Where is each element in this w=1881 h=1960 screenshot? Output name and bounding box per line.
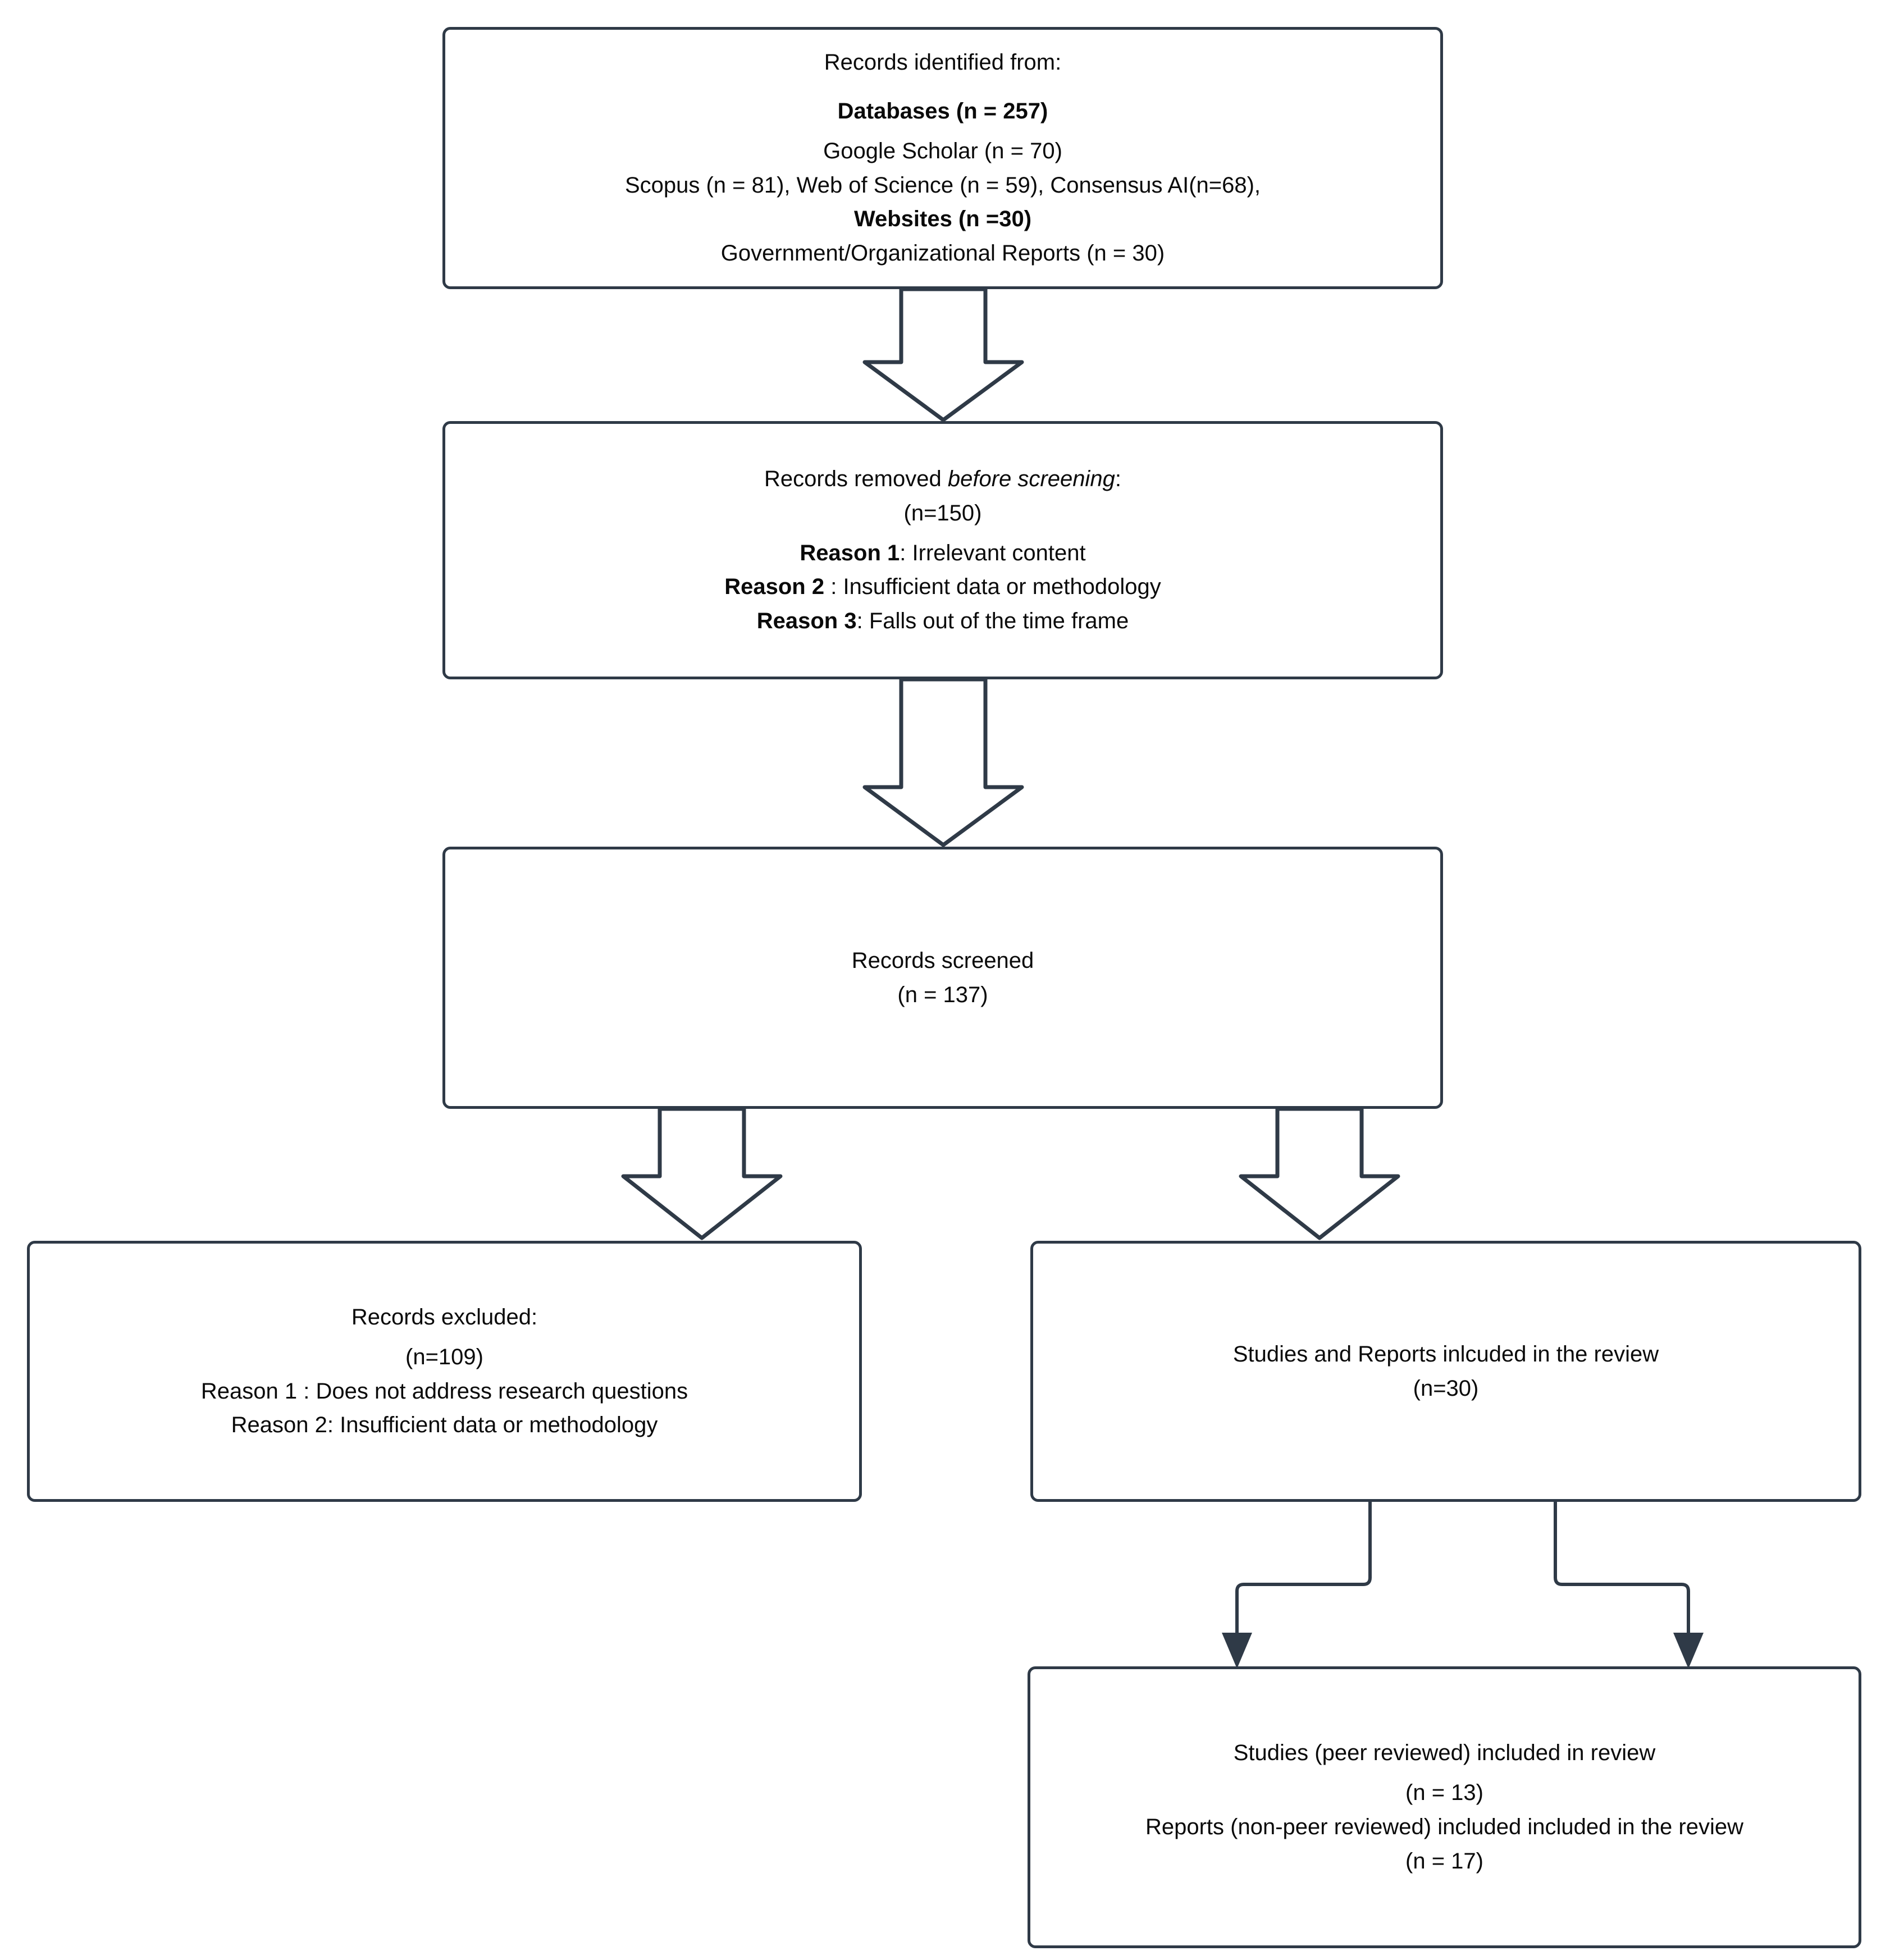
identified-websites: Websites (n =30) (455, 202, 1430, 236)
screened-heading: Records screened (851, 948, 1034, 973)
databases-label: Databases (837, 98, 950, 124)
final-studies-count: (n = 13) (1405, 1780, 1483, 1806)
removed-count: (n=150) (903, 500, 982, 526)
removed-heading-part1: Records removed (764, 467, 948, 491)
box-records-screened: Records screened (n = 137) (442, 847, 1443, 1109)
reason3-text: : Falls out of the time frame (856, 609, 1129, 634)
identified-databases: Databases (n = 257) (455, 94, 1430, 129)
reason1-text: : Irrelevant content (900, 540, 1086, 565)
identified-google-scholar: Google Scholar (n = 70) (823, 138, 1062, 163)
box-records-removed: Records removed before screening: (n=150… (442, 421, 1443, 679)
excluded-heading: Records excluded: (351, 1304, 538, 1329)
reason2-text: : Insufficient data or methodology (824, 574, 1161, 600)
box-records-identified: Records identified from: Databases (n = … (442, 27, 1443, 289)
databases-count-wrap (950, 99, 956, 124)
reason1-label: Reason 1 (800, 540, 900, 565)
screened-count: (n = 137) (897, 982, 988, 1007)
included-count: (n=30) (1413, 1376, 1479, 1401)
final-reports-line: Reports (non-peer reviewed) included inc… (1145, 1815, 1744, 1839)
arrowhead-reports (1673, 1633, 1704, 1669)
arrow-screened-to-excluded (621, 1107, 783, 1240)
excluded-reason-1: Reason 1 : Does not address research que… (200, 1378, 688, 1404)
excluded-count: (n=109) (405, 1344, 483, 1369)
box-studies-reports-included: Studies and Reports inlcuded in the revi… (1030, 1241, 1861, 1502)
identified-heading: Records identified from: (824, 50, 1062, 75)
identified-gov-reports: Government/Organizational Reports (n = 3… (720, 241, 1165, 266)
box-records-excluded: Records excluded: (n=109) Reason 1 : Doe… (27, 1241, 862, 1502)
arrow-identification-to-removed (862, 287, 1024, 422)
databases-count: (n = 257) (956, 98, 1048, 124)
websites-label: Websites (853, 207, 952, 232)
reason3-label: Reason 3 (756, 609, 857, 634)
arrow-screened-to-included (1239, 1107, 1400, 1240)
removed-reason-2: Reason 2 : Insufficient data or methodol… (455, 570, 1430, 604)
arrowhead-studies (1222, 1633, 1252, 1669)
removed-heading: Records removed before screening: (455, 462, 1430, 496)
identified-other-sources: Scopus (n = 81), Web of Science (n = 59)… (624, 172, 1261, 198)
elbow-included-to-studies (1235, 1502, 1372, 1642)
removed-reason-1: Reason 1: Irrelevant content (455, 536, 1430, 570)
excluded-reason-2: Reason 2: Insufficient data or methodolo… (231, 1413, 658, 1438)
final-studies-line: Studies (peer reviewed) included in revi… (1233, 1740, 1656, 1766)
websites-count: (n =30) (958, 207, 1032, 232)
removed-heading-italic: before screening (947, 467, 1115, 491)
reason2-label: Reason 2 (724, 574, 825, 600)
removed-heading-part2: : (1115, 467, 1121, 491)
arrow-removed-to-screened (862, 677, 1024, 847)
removed-reason-3: Reason 3: Falls out of the time frame (455, 604, 1430, 638)
box-final-split: Studies (peer reviewed) included in revi… (1028, 1666, 1861, 1948)
final-reports-count: (n = 17) (1405, 1848, 1483, 1874)
included-heading: Studies and Reports inlcuded in the revi… (1232, 1341, 1659, 1367)
elbow-included-to-reports (1554, 1502, 1690, 1642)
